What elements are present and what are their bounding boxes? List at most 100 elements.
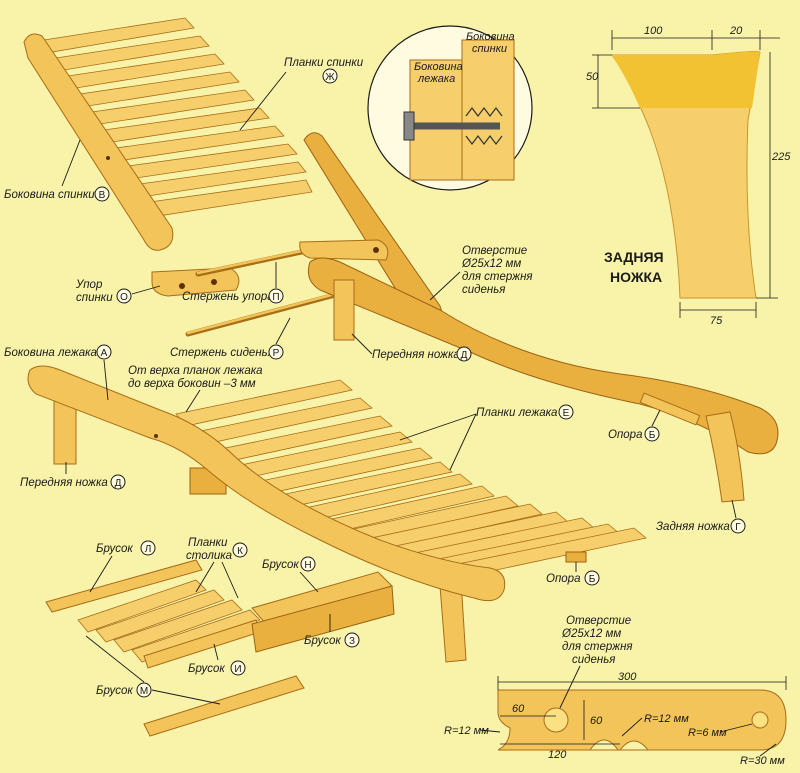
note-hole-top: Отверстие Ø25х12 мм для стержня сиденья [429,245,533,301]
label-bed-side: Боковина лежака А [4,344,112,401]
code-seat-rod: Р [273,348,280,359]
label-bar-i: Брусок И [188,643,246,676]
code-rear-leg: Г [735,522,741,533]
label-seat-rod: Стержень сиденья Р [170,317,291,360]
label-backrest-slats-text: Планки спинки [284,57,364,69]
label-back-stop: Упор спинки О [75,279,161,304]
note-slat-offset-2: до верха боковин –3 мм [128,378,256,390]
code-bar-m: М [140,686,148,697]
label-support-top: Опора Б [608,409,661,442]
code-stop-rod: П [272,292,279,303]
dim-left-part: 120 [548,749,567,761]
code-support-bottom: Б [589,574,596,585]
bar-m [143,675,305,737]
note-hole-top-2: Ø25х12 мм [461,258,521,270]
label-front-leg-top: Передняя ножка Д [351,333,472,362]
r-end: R=30 мм [740,755,785,767]
support-bottom [565,551,587,563]
code-bar-n: Н [304,560,311,571]
label-stop-rod: Стержень упора П [182,262,284,304]
note-slat-offset: От верха планок лежака до верха боковин … [128,365,263,413]
label-backrest-side: Боковина спинки В [4,139,110,202]
code-front-leg-top: Д [461,350,468,361]
label-bar-i-text: Брусок [188,663,225,675]
code-front-leg-left: Д [115,478,122,489]
label-bed-slats: Планки лежака Е [399,404,574,471]
label-back-stop-2: спинки [76,292,113,304]
code-support-top: Б [649,430,656,441]
bar-l [45,559,203,613]
code-backrest-side: В [99,190,106,201]
label-bar-l: Брусок Л [89,540,156,593]
note-hole-bottom-3: для стержня [562,641,633,653]
label-back-stop-1: Упор [75,279,103,291]
stop-drawing: 300 60 60 120 R=12 мм R=12 мм R=6 мм R=3… [444,671,787,767]
backrest-slats [43,17,313,217]
bed-side-near [27,365,506,602]
rear-leg-top [705,411,745,503]
dim-hole-offset: 60 [512,703,525,715]
label-bar-m: Брусок М [85,635,221,705]
back-stop [151,267,240,297]
label-front-leg-left: Передняя ножка Д [20,462,126,490]
label-bar-m-text: Брусок [96,685,133,697]
label-support-top-text: Опора [608,429,642,441]
code-bar-i: И [234,664,241,675]
side-table [45,559,395,737]
r-hole: R=6 мм [688,727,727,739]
backrest-side [23,33,174,251]
label-bar-n: Брусок Н [262,556,319,593]
label-table-slats: Планки столика К [186,537,248,599]
code-bed-side: А [101,348,108,359]
dim-left: 50 [586,71,599,83]
dim-top-b: 20 [729,25,743,37]
label-bed-slats-text: Планки лежака [476,407,557,419]
inset-label-bed-1: Боковина [414,61,463,73]
code-bar-z: З [349,636,355,647]
label-support-bottom: Опора Б [546,562,600,586]
label-rear-leg: Задняя ножка Г [656,499,746,534]
fastener-detail: Боковина лежака Боковина спинки [367,25,533,191]
dim-bottom: 75 [710,315,723,327]
code-bed-slats: Е [563,408,570,419]
label-table-slats-1: Планки [188,537,228,549]
support-top [639,392,701,426]
note-hole-bottom-2: Ø25х12 мм [561,628,621,640]
label-front-leg-left-text: Передняя ножка [20,477,108,489]
rear-leg-drawing: 100 20 50 225 75 ЗАДНЯЯ НОЖКА [586,25,791,327]
r-left: R=12 мм [444,725,489,737]
note-hole-bottom-1: Отверстие [566,615,631,627]
label-bar-n-text: Брусок [262,559,299,571]
note-hole-top-3: для стержня [462,271,533,283]
label-seat-rod-text: Стержень сиденья [170,347,274,359]
backrest-assembly [23,17,443,332]
code-bar-l: Л [145,544,152,555]
r-notch: R=12 мм [644,713,689,725]
note-hole-bottom-4: сиденья [572,654,615,666]
label-support-bottom-text: Опора [546,573,580,585]
rear-leg-title-1: ЗАДНЯЯ [604,249,664,265]
label-bar-z: Брусок З [304,614,360,648]
dim-height: 60 [590,715,603,727]
code-backrest-slats: Ж [325,72,335,83]
rear-leg-bottom [439,583,467,663]
stop-shape [497,689,787,751]
dim-right: 225 [771,151,791,163]
label-front-leg-top-text: Передняя ножка [372,349,460,361]
label-stop-rod-text: Стержень упора [182,291,274,303]
label-bar-z-text: Брусок [304,635,341,647]
label-backrest-slats: Планки спинки Ж [239,57,364,131]
label-table-slats-2: столика [186,550,232,562]
label-bed-side-text: Боковина лежака [4,347,97,359]
note-hole-bottom: Отверстие Ø25х12 мм для стержня сиденья [559,615,633,709]
rear-leg-title-2: НОЖКА [610,269,662,285]
code-table-slats: К [237,546,243,557]
inset-label-bed-2: лежака [417,73,455,85]
label-bar-l-text: Брусок [96,543,133,555]
note-hole-top-1: Отверстие [462,245,527,257]
code-back-stop: О [120,292,128,303]
label-backrest-side-text: Боковина спинки [4,189,95,201]
dim-top-a: 100 [644,25,663,37]
